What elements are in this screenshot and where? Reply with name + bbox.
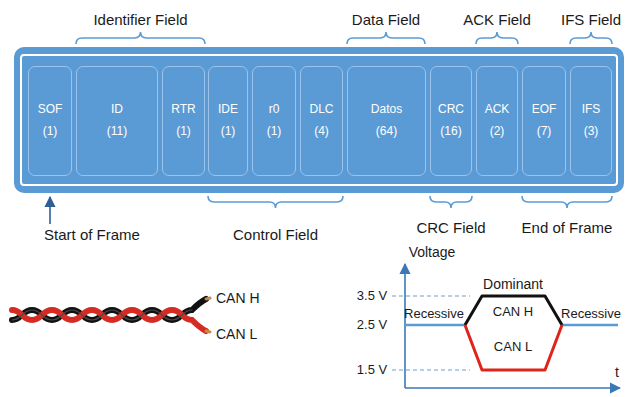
field-text: (3)	[584, 125, 599, 139]
field-text: EOF	[532, 103, 557, 117]
field-group-label: Start of Frame	[44, 226, 140, 243]
field-text: (16)	[440, 125, 461, 139]
field-text: (1)	[43, 125, 58, 139]
frame-field-box: ID (11)	[76, 66, 158, 176]
field-brace	[76, 32, 205, 44]
wire-tip	[206, 298, 210, 299]
frame-field-box: Datos (64)	[347, 66, 426, 176]
chart-label: 1.5 V	[357, 363, 387, 378]
chart-label: Voltage	[409, 244, 456, 260]
field-text: IFS	[582, 103, 601, 117]
field-text: (64)	[376, 125, 397, 139]
frame-field-box: DLC (4)	[300, 66, 343, 176]
pointer-arrow	[49, 197, 51, 224]
wire-highlight	[12, 310, 192, 320]
frame-field-box: IDE (1)	[208, 66, 248, 176]
wire-label: CAN L	[216, 326, 257, 342]
field-text: (4)	[314, 125, 329, 139]
can-h-signal	[465, 296, 562, 325]
field-text: SOF	[38, 103, 63, 117]
field-brace	[430, 196, 472, 208]
frame-field-box: EOF (7)	[522, 66, 566, 176]
field-text: (11)	[107, 125, 127, 139]
field-text: ID	[111, 103, 123, 117]
field-text: Datos	[371, 103, 402, 117]
chart-label: Recessive	[404, 307, 464, 322]
field-text: CRC	[438, 103, 464, 117]
frame-field-box: RTR (1)	[162, 66, 205, 176]
wire-can-l	[12, 310, 206, 331]
frame-field-box: CRC (16)	[430, 66, 472, 176]
level-guide	[392, 370, 470, 371]
chart-label: t	[615, 364, 619, 380]
field-text: r0	[269, 103, 280, 117]
field-group-label: ACK Field	[463, 11, 531, 28]
field-group-label: Data Field	[352, 11, 420, 28]
chart-label: Recessive	[561, 307, 621, 322]
frame-field-box: IFS (3)	[570, 66, 612, 176]
field-brace	[570, 32, 612, 44]
field-group-label: IFS Field	[561, 11, 621, 28]
field-text: (7)	[537, 125, 552, 139]
field-text: RTR	[171, 103, 195, 117]
field-text: (1)	[267, 125, 282, 139]
field-text: IDE	[218, 103, 238, 117]
field-brace	[476, 32, 518, 44]
field-text: (1)	[221, 125, 236, 139]
frame-field-box: ACK (2)	[476, 66, 518, 176]
wire-label: CAN H	[216, 290, 260, 306]
frame-field-box: SOF (1)	[28, 66, 72, 176]
field-text: ACK	[485, 103, 510, 117]
chart-label: Dominant	[483, 276, 543, 292]
field-group-label: CRC Field	[416, 219, 485, 236]
can-l-signal	[465, 325, 562, 370]
field-group-label: Identifier Field	[93, 11, 187, 28]
field-text: DLC	[309, 103, 333, 117]
time-axis	[405, 387, 620, 389]
chart-label: 3.5 V	[357, 289, 387, 304]
chart-label: CAN L	[494, 340, 532, 355]
recessive-level	[405, 324, 466, 327]
recessive-level	[561, 324, 618, 327]
field-brace	[522, 196, 612, 208]
level-guide	[392, 296, 470, 297]
field-brace	[347, 32, 425, 44]
frame-field-box: r0 (1)	[252, 66, 296, 176]
field-text: (1)	[176, 125, 191, 139]
field-group-label: Control Field	[233, 226, 318, 243]
field-brace	[208, 196, 343, 208]
chart-label: CAN H	[493, 305, 533, 320]
frame-inner-border	[21, 55, 617, 185]
wire-tip	[206, 331, 210, 332]
field-text: (2)	[490, 125, 505, 139]
field-group-label: End of Frame	[522, 219, 613, 236]
chart-label: 2.5 V	[357, 318, 387, 333]
frame-band	[14, 47, 624, 193]
